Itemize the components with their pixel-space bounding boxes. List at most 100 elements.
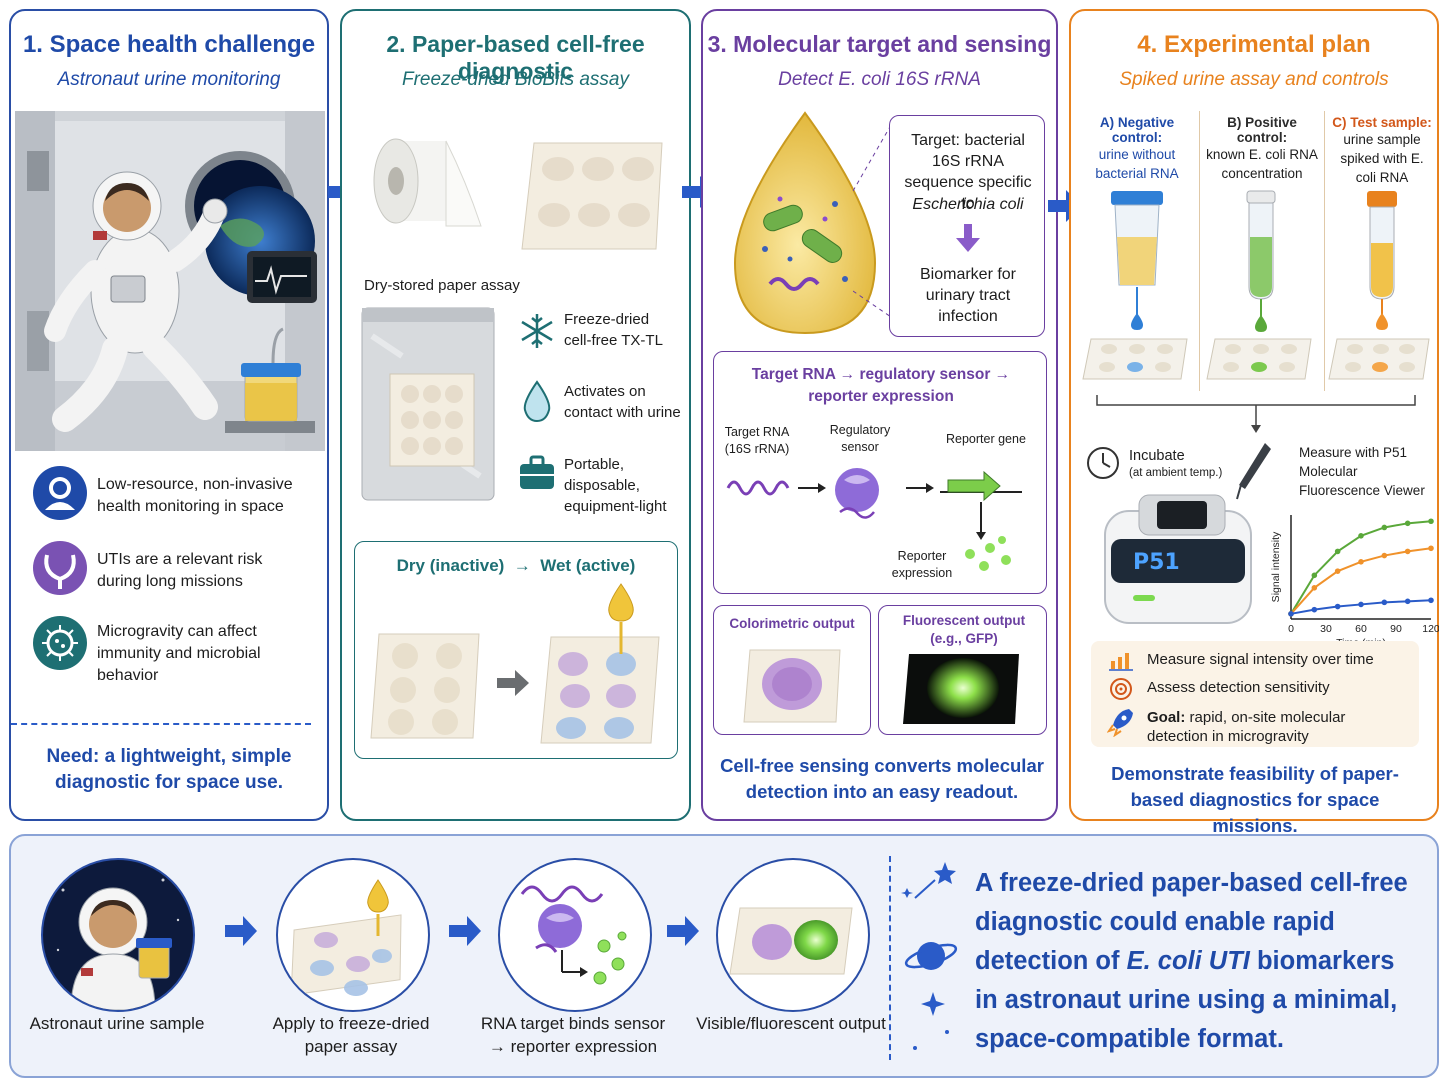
reporter-expression-label: Reporter expression (891, 549, 953, 580)
chart-point (1311, 585, 1318, 591)
droplet-icon (523, 380, 551, 423)
panel4-subtitle: Spiked urine assay and controls (1119, 69, 1389, 90)
snowflake-icon (521, 314, 553, 348)
urine-drop-bacteria-image (733, 111, 877, 335)
panel1-need: Need: a lightweight, simple diagnostic f… (46, 746, 292, 793)
bar-chart-icon (1109, 653, 1133, 671)
step-arrow-2 (449, 916, 481, 946)
bullet-goal: Goal: rapid, on-site molecular detection… (1147, 708, 1397, 746)
urinary-tract-icon (33, 541, 87, 595)
control-a: A) Negative control: urine without bacte… (1075, 115, 1199, 183)
control-b-label: B) Positive control: (1227, 115, 1297, 145)
colorimetric-spot-image (743, 649, 841, 723)
step-apply-circle (276, 858, 430, 1012)
astronaut-icon (33, 466, 87, 520)
rocket-icon (1107, 709, 1133, 737)
dry-to-wet-arrow (497, 670, 529, 696)
control-c-label: C) Test sample: (1332, 115, 1432, 130)
reg-sensor-label: Regulatory sensor (829, 423, 891, 454)
incubate-note: (at ambient temp.) (1129, 467, 1223, 479)
conclusion-part-b: biomarkers in astronaut urine using a mi… (975, 947, 1398, 1053)
iss-astronaut-illustration (15, 111, 325, 451)
panel3-title: 3. Molecular target and sensing (707, 31, 1052, 57)
summary-strip: Astronaut urine sample Apply to freeze-d… (9, 834, 1439, 1078)
step-arrow-3 (667, 916, 699, 946)
step-astronaut-circle (41, 858, 195, 1012)
chart-point (1311, 606, 1318, 613)
control-c: C) Test sample: urine sample spiked with… (1326, 115, 1438, 187)
chart-point (1311, 572, 1318, 579)
chart-point (1404, 598, 1411, 605)
control-b-desc: known E. coli RNA concentration (1206, 147, 1318, 181)
chart-point (1334, 603, 1341, 610)
sparkle-icon (913, 992, 949, 1050)
briefcase-icon (520, 455, 554, 489)
chart-point (1381, 552, 1388, 559)
step-3-label: RNA target binds sensor → reporter expre… (480, 1014, 666, 1056)
paper-roll-image (373, 138, 482, 227)
positive-control-tube (1206, 190, 1312, 380)
reporter-gene-label: Reporter gene (946, 432, 1026, 446)
goal-text: rapid, on-site molecular detection in mi… (1147, 709, 1346, 745)
panel2-subtitle: Freeze-dried BioBits assay (401, 69, 630, 90)
chart-x-tick-label: 90 (1390, 623, 1402, 635)
panel-paper-diagnostic: 2. Paper-based cell-free diagnostic Free… (340, 9, 691, 821)
dry-stored-label: Dry-stored paper assay (364, 277, 520, 294)
chart-y-label: Signal intensity (1270, 531, 1282, 602)
fluorescent-box: Fluorescent output (e.g., GFP) (878, 605, 1047, 735)
chart-x-tick-label: 0 (1288, 623, 1294, 635)
target-rna-label: Target RNA (16S rRNA) (724, 425, 790, 456)
control-divider-1 (1199, 111, 1200, 391)
chart-point (1404, 520, 1411, 527)
feature-freeze-dried: Freeze-dried cell-free TX-TL (564, 311, 663, 349)
control-a-desc: urine without bacterial RNA (1095, 147, 1179, 181)
signal-chart: 0306090120Time (min)Signal intensity (1270, 515, 1439, 647)
panel3-footer: Cell-free sensing converts molecular det… (720, 755, 1044, 802)
chart-point (1334, 568, 1341, 574)
bullet-sensitivity: Assess detection sensitivity (1147, 679, 1330, 696)
wet-paper-image (540, 583, 660, 744)
chart-x-tick-label: 120 (1422, 623, 1439, 635)
step-2-label: Apply to freeze-dried paper assay (272, 1014, 430, 1056)
conclusion-emphasis: E. coli UTI (1126, 947, 1250, 975)
chart-point (1404, 548, 1411, 555)
shooting-star-icon (901, 862, 956, 899)
conclusion-part-a: A freeze-dried paper-based cell-free dia… (975, 869, 1408, 975)
chart-point (1381, 524, 1388, 531)
control-divider-2 (1324, 111, 1325, 391)
step-1-label: Astronaut urine sample (29, 1014, 205, 1033)
target-icon (1110, 678, 1132, 700)
panel3-subtitle: Detect E. coli 16S rRNA (778, 69, 981, 90)
down-arrow-icon (956, 224, 980, 252)
panel2-title: 2. Paper-based cell-free diagnostic (386, 31, 645, 84)
paper-sheet-image (521, 142, 663, 250)
chart-x-tick-label: 30 (1320, 623, 1332, 635)
chart-point (1358, 601, 1364, 608)
chart-point (1381, 599, 1388, 606)
control-a-label: A) Negative control: (1099, 115, 1175, 145)
step-arrow-1 (225, 916, 257, 946)
target-species: Escherichia coli (912, 196, 1024, 213)
pipette-icon (1236, 443, 1271, 500)
negative-control-tube (1082, 191, 1188, 380)
panel-molecular-target: 3. Molecular target and sensing Detect E… (701, 9, 1058, 821)
chart-point (1334, 548, 1341, 555)
pathway-diagram (726, 468, 1022, 571)
bracket-merge (1096, 395, 1416, 433)
step-4-label: Visible/fluorescent output (696, 1014, 886, 1033)
conclusion-text: A freeze-dried paper-based cell-free dia… (975, 864, 1415, 1059)
panel1-divider (11, 723, 311, 725)
control-b: B) Positive control: known E. coli RNA c… (1201, 115, 1323, 183)
step-binding-circle (498, 858, 652, 1012)
feature-activates: Activates on contact with urine (564, 383, 681, 421)
sealed-pouch-image (361, 307, 495, 501)
microbe-icon (33, 616, 87, 670)
test-sample-tube (1328, 191, 1430, 380)
control-c-desc: urine sample spiked with E. coli RNA (1340, 132, 1424, 185)
device-label: P51 (1133, 550, 1180, 575)
bullet-signal: Measure signal intensity over time (1147, 651, 1374, 668)
fluorescent-label: Fluorescent output (e.g., GFP) (902, 613, 1026, 646)
panel4-footer: Demonstrate feasibility of paper-based d… (1111, 763, 1399, 836)
chart-point (1428, 545, 1434, 552)
pathway-box: Target RNA → regulatory sensor → reporte… (713, 351, 1047, 594)
